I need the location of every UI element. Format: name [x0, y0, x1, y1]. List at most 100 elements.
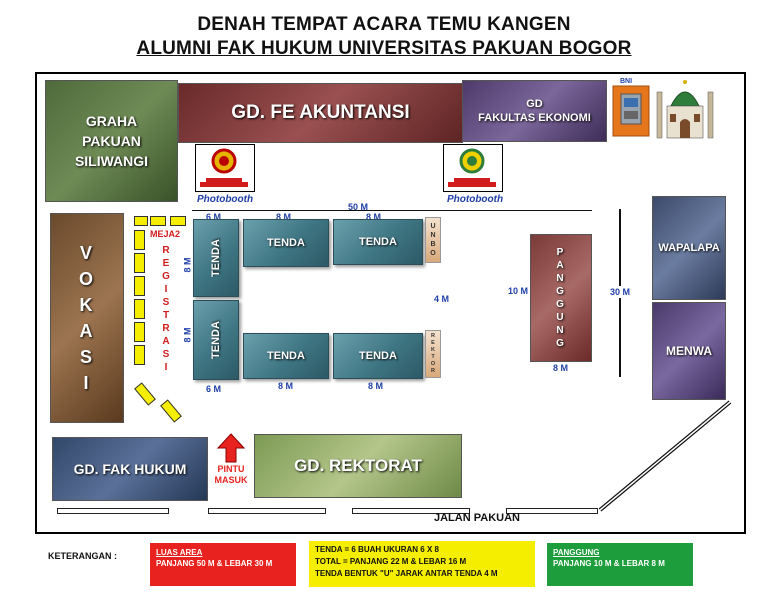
- rektor-letter: O: [430, 361, 436, 367]
- legend-panggung: PANGGUNG PANJANG 10 M & LEBAR 8 M: [547, 543, 693, 586]
- vokasi-letter: V: [79, 243, 94, 263]
- registrasi-letter: G: [162, 271, 170, 282]
- panggung-letter: A: [556, 260, 566, 271]
- tent-top-1: TENDA: [243, 219, 329, 267]
- dimension-4m: 4 M: [434, 294, 450, 304]
- panggung-letter: N: [556, 273, 566, 284]
- tent-top-2: TENDA: [333, 219, 423, 265]
- dimension-8m-left-1: 8 M: [182, 257, 193, 273]
- building-vokasi: V O K A S I: [50, 213, 124, 423]
- dimension-8m-left-2: 8 M: [182, 327, 193, 343]
- registrasi-letter: R: [162, 323, 170, 334]
- legend-area: LUAS AREA PANJANG 50 M & LEBAR 30 M: [150, 543, 296, 586]
- building-fak-hukum: GD. FAK HUKUM: [52, 437, 208, 501]
- panggung-letter: U: [556, 312, 566, 323]
- building-graha-pakuan: GRAHA PAKUAN SILIWANGI: [45, 80, 178, 202]
- diagonal-road-line: [598, 400, 732, 512]
- dimension-8m-bottom-2: 8 M: [368, 381, 384, 391]
- stage-panggung: P A N G G U N G: [530, 234, 592, 362]
- photobooth-stage-icon: [448, 148, 496, 187]
- mosque-icon: [655, 78, 715, 140]
- rektor-letter: E: [431, 340, 435, 346]
- tent-label: TENDA: [359, 236, 397, 248]
- entrance-label: PINTU MASUK: [211, 464, 251, 486]
- panggung-letter: G: [556, 338, 566, 349]
- building-graha-label: GRAHA PAKUAN SILIWANGI: [74, 113, 149, 169]
- building-rektorat-label: GD. REKTORAT: [294, 456, 422, 475]
- dimension-6m-bottom: 6 M: [206, 384, 222, 394]
- photobooth-label-1: Photobooth: [197, 194, 254, 205]
- registrasi-label: R E G I S T R A S I: [160, 244, 172, 374]
- registration-table: [134, 216, 148, 226]
- photobooth-label-2: Photobooth: [447, 194, 504, 205]
- unbo-letter: O: [430, 250, 436, 257]
- building-fak-ekonomi-label-2: FAKULTAS EKONOMI: [478, 112, 591, 124]
- vokasi-letter: I: [83, 373, 91, 393]
- bni-label: BNI: [620, 78, 633, 85]
- tent-label: TENDA: [359, 350, 397, 362]
- tent-label: TENDA: [209, 239, 222, 277]
- photobooth-1: [195, 144, 255, 192]
- booth-rektor: R E K T O R: [425, 330, 441, 378]
- building-fak-hukum-label: GD. FAK HUKUM: [73, 461, 187, 477]
- building-menwa: MENWA: [652, 302, 726, 400]
- entrance-label-line2: MASUK: [214, 475, 248, 485]
- tent-label: TENDA: [209, 321, 222, 359]
- dimension-8m-bottom-1: 8 M: [278, 381, 294, 391]
- unbo-letter: U: [430, 223, 436, 230]
- rektor-letter: T: [431, 354, 435, 360]
- dimension-8m-top-1: 8 M: [276, 212, 292, 222]
- building-rektorat: GD. REKTORAT: [254, 434, 462, 498]
- registration-table: [134, 230, 145, 250]
- rektor-letter: R: [431, 368, 435, 374]
- legend-label: KETERANGAN :: [48, 551, 117, 561]
- legend-area-title: LUAS AREA: [156, 548, 203, 557]
- building-wapalapa-label: WAPALAPA: [658, 242, 720, 254]
- vokasi-letter: O: [78, 269, 95, 289]
- road-segment: [352, 508, 470, 514]
- building-fakultas-ekonomi: GD FAKULTAS EKONOMI: [462, 80, 607, 142]
- tent-bottom-1: TENDA: [243, 333, 329, 379]
- road-segment: [208, 508, 326, 514]
- registration-table: [134, 276, 145, 296]
- legend-tenda-line1: TENDA = 6 BUAH UKURAN 6 X 8: [315, 545, 439, 554]
- rektor-letter: R: [431, 333, 435, 339]
- map-title-line1: DENAH TEMPAT ACARA TEMU KANGEN: [197, 14, 571, 35]
- registrasi-letter: S: [162, 297, 170, 308]
- tent-label: TENDA: [267, 237, 305, 249]
- legend-tenda: TENDA = 6 BUAH UKURAN 6 X 8 TOTAL = PANJ…: [309, 541, 535, 587]
- tent-left-bottom: TENDA: [193, 300, 239, 380]
- vokasi-letter: A: [79, 321, 95, 341]
- legend-area-text: PANJANG 50 M & LEBAR 30 M: [156, 559, 273, 568]
- rektor-letter: K: [431, 347, 435, 353]
- photobooth-stage-icon: [200, 148, 248, 187]
- building-wapalapa: WAPALAPA: [652, 196, 726, 300]
- dimension-50m: 50 M: [348, 202, 369, 212]
- registration-table: [150, 216, 166, 226]
- building-menwa-label: MENWA: [666, 344, 712, 358]
- road-segment: [506, 508, 598, 514]
- booth-unbo: U N B O: [425, 217, 441, 263]
- building-fe-akuntansi: GD. FE AKUNTANSI: [178, 83, 463, 143]
- dimension-10m: 10 M: [508, 286, 529, 296]
- registrasi-letter: T: [162, 310, 170, 321]
- registrasi-letter: I: [164, 284, 168, 295]
- dimension-30m: 30 M: [610, 286, 631, 298]
- legend-panggung-text: PANJANG 10 M & LEBAR 8 M: [553, 559, 665, 568]
- dimension-8m-stage: 8 M: [553, 363, 569, 373]
- registration-table: [134, 322, 145, 342]
- map-title-line2: ALUMNI FAK HUKUM UNIVERSITAS PAKUAN BOGO…: [136, 38, 632, 59]
- tent-left-top: TENDA: [193, 219, 239, 297]
- building-fe-akuntansi-label: GD. FE AKUNTANSI: [231, 102, 410, 123]
- building-fak-ekonomi-label-1: GD: [526, 98, 543, 110]
- registrasi-letter: S: [162, 349, 170, 360]
- registrasi-letter: E: [162, 258, 170, 269]
- vokasi-letter: S: [79, 347, 94, 367]
- tent-label: TENDA: [267, 350, 305, 362]
- registration-table: [134, 299, 145, 319]
- registrasi-letter: I: [164, 362, 168, 373]
- panggung-letter: P: [556, 247, 566, 258]
- registration-table: [134, 345, 145, 365]
- legend-tenda-line3: TENDA BENTUK "U" JARAK ANTAR TENDA 4 M: [315, 569, 498, 578]
- panggung-letter: N: [556, 325, 566, 336]
